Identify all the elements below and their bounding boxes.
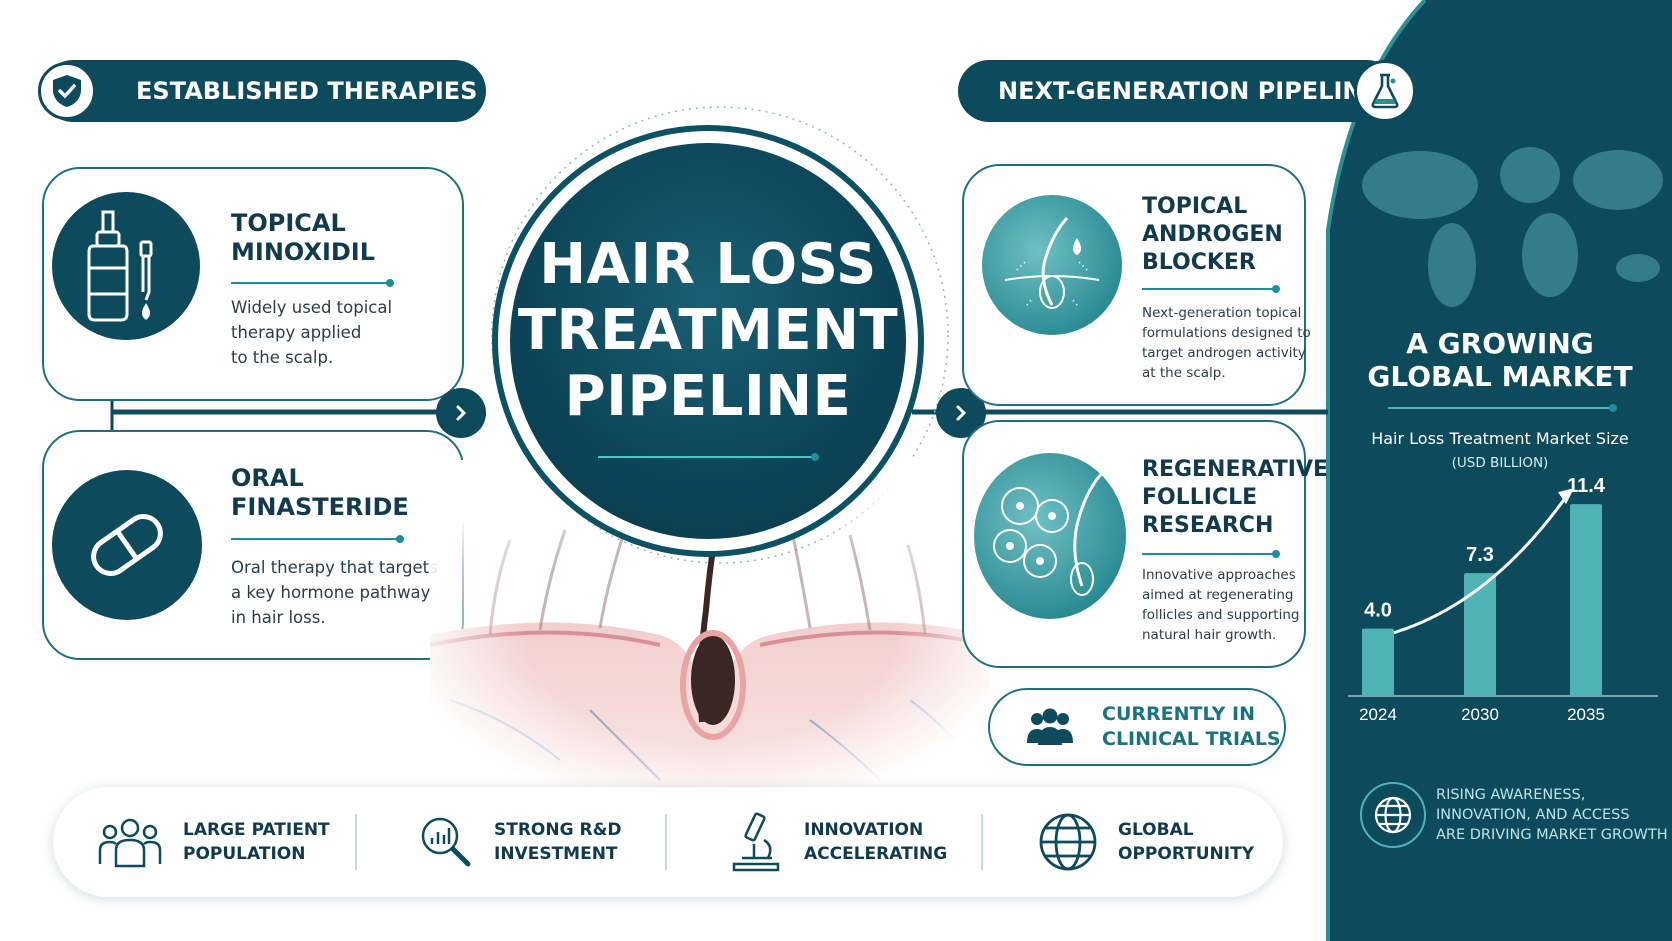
market-size-chart: 4.0 2024 7.3 2030 11.4 2035 <box>1348 475 1658 724</box>
page-title: HAIR LOSS TREATMENT PIPELINE <box>517 232 899 429</box>
x-tick-label: 2030 <box>1461 705 1499 724</box>
pill-capsule-icon <box>52 470 202 620</box>
growth-arrow <box>1393 493 1570 635</box>
bar-value-label: 7.3 <box>1466 544 1494 566</box>
scalp-hair-follicle-illustration <box>430 460 990 800</box>
chevron-right-icon <box>456 405 467 421</box>
chart-unit: (USD BILLION) <box>1451 455 1549 471</box>
world-map-graphic <box>1362 147 1663 307</box>
people-group-icon <box>1027 708 1073 745</box>
cells-follicle-icon <box>974 453 1126 619</box>
flask-icon <box>1354 60 1416 122</box>
oral-finasteride-divider <box>231 535 404 543</box>
established-therapies-heading: ESTABLISHED THERAPIES <box>136 77 478 105</box>
chevron-right-icon <box>956 405 967 421</box>
center-circle <box>510 143 906 539</box>
divider <box>355 814 357 870</box>
globe-icon <box>1039 813 1097 871</box>
topical-minoxidil-divider <box>231 279 394 287</box>
left-arrow-button[interactable] <box>436 388 486 438</box>
hair-follicle-droplet-icon <box>982 195 1122 335</box>
bar-value-label: 4.0 <box>1364 600 1392 622</box>
x-tick-label: 2024 <box>1359 705 1397 724</box>
magnifier-chart-icon <box>421 817 471 867</box>
market-heading-divider <box>1388 404 1617 412</box>
dropper-bottle-icon <box>52 192 200 340</box>
topical-androgen-blocker-divider <box>1142 285 1280 293</box>
people-icon <box>98 818 162 868</box>
globe-icon <box>1360 782 1426 848</box>
center-title-divider <box>598 453 819 461</box>
divider <box>981 814 983 870</box>
growth-arrow-head <box>1558 488 1574 505</box>
established-therapies-header: ESTABLISHED THERAPIES <box>42 60 486 122</box>
microscope-icon <box>732 812 780 872</box>
bar <box>1570 504 1602 696</box>
bar <box>1362 628 1394 696</box>
bar-value-label: 11.4 <box>1567 475 1606 497</box>
shield-check-icon <box>38 62 96 120</box>
x-tick-label: 2035 <box>1567 705 1605 724</box>
regenerative-follicle-research-divider <box>1142 550 1280 558</box>
next-generation-pipeline-heading: NEXT-GENERATION PIPELINE <box>998 77 1379 105</box>
divider <box>665 814 667 870</box>
bar <box>1464 573 1496 696</box>
next-generation-pipeline-header: NEXT-GENERATION PIPELINE <box>958 60 1398 122</box>
chart-title: Hair Loss Treatment Market Size <box>1371 429 1629 448</box>
